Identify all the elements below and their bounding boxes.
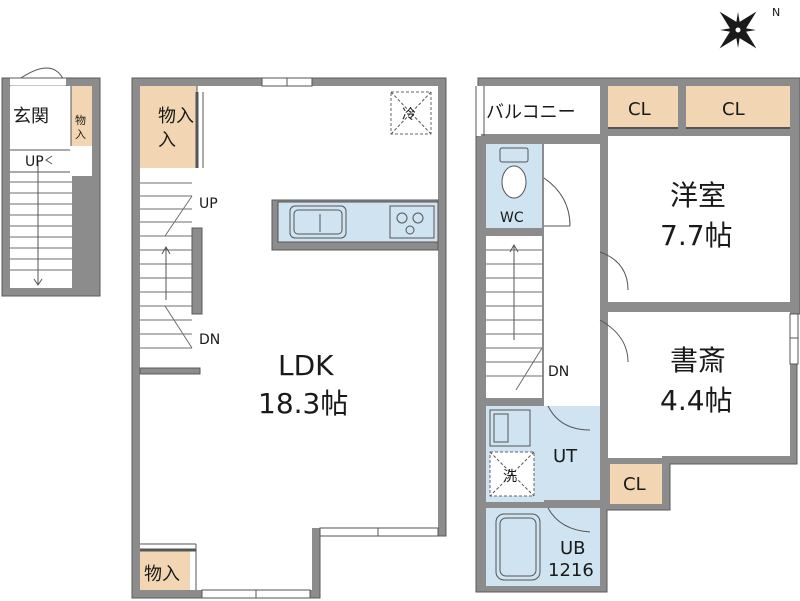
entrance-storage-label-top: 物 (75, 113, 86, 127)
toilet-tank-icon (499, 147, 529, 163)
genkan-label: 玄関 (13, 106, 49, 127)
storage-label-bottom: 物入 (144, 564, 180, 585)
closet-1 (608, 86, 678, 128)
entrance-floor: 玄関 物 入 UP (1, 67, 101, 297)
up-label-first-floor: UP (199, 196, 218, 212)
closet-2 (686, 86, 790, 128)
second-floor-stairs (486, 236, 543, 398)
wc-label: WC (500, 210, 524, 226)
ub-size-label: 1216 (548, 560, 594, 581)
ub-label: UB (560, 538, 586, 559)
hallway-floor (544, 144, 600, 406)
storage-label-top-2: 入 (158, 130, 176, 151)
cl1-label: CL (628, 99, 651, 120)
first-floor: 物入 入 UP DN (131, 77, 447, 599)
youshitsu-floor (608, 136, 790, 302)
ub-door-swing (547, 507, 591, 533)
first-floor-stairs (139, 170, 203, 375)
ldk-label: LDK (278, 349, 334, 382)
sink-icon (289, 205, 347, 239)
wc-door-swing (543, 177, 571, 227)
ldk-size-label: 18.3帖 (258, 387, 348, 420)
balcony-area (478, 86, 600, 134)
entrance-storage (71, 86, 92, 146)
shosai-floor (608, 312, 790, 458)
washer-label: 洗 (503, 469, 517, 485)
compass-rose: N (719, 6, 780, 49)
cl2-label: CL (722, 99, 745, 120)
fridge-label: 冷 (402, 107, 416, 123)
washbasin-icon (489, 409, 531, 447)
second-floor: バルコニー CL CL 洋室 7.7帖 書斎 4.4帖 CL WC (475, 77, 800, 593)
entrance-storage-label-bottom: 入 (75, 128, 86, 141)
toilet-icon (501, 165, 527, 199)
ldk-storage-bottom (140, 550, 190, 590)
closet-3 (610, 464, 662, 504)
cl3-label: CL (623, 474, 646, 495)
youshitsu-label: 洋室 (670, 179, 726, 212)
youshitsu-door-swing (599, 251, 629, 291)
youshitsu-size-label: 7.7帖 (660, 219, 733, 252)
dn-label-first-floor: DN (199, 332, 220, 348)
entry-up-label: UP (25, 154, 44, 170)
entrance-stairs (10, 155, 72, 286)
ldk-storage-top (140, 86, 197, 168)
kitchen-counter (271, 199, 439, 251)
compass-north-label: N (772, 6, 780, 19)
stove-icon (389, 205, 435, 239)
shosai-label: 書斎 (670, 344, 726, 377)
balcony-label: バルコニー (486, 102, 576, 123)
ut-label: UT (553, 446, 578, 467)
storage-label-top: 物入 (158, 106, 194, 127)
shosai-size-label: 4.4帖 (660, 384, 733, 417)
ut-door-swing (547, 405, 591, 431)
fridge-space (390, 91, 432, 135)
bathtub-icon (495, 513, 541, 581)
dn-label-second-floor: DN (548, 364, 569, 380)
shosai-door-swing (599, 319, 629, 363)
